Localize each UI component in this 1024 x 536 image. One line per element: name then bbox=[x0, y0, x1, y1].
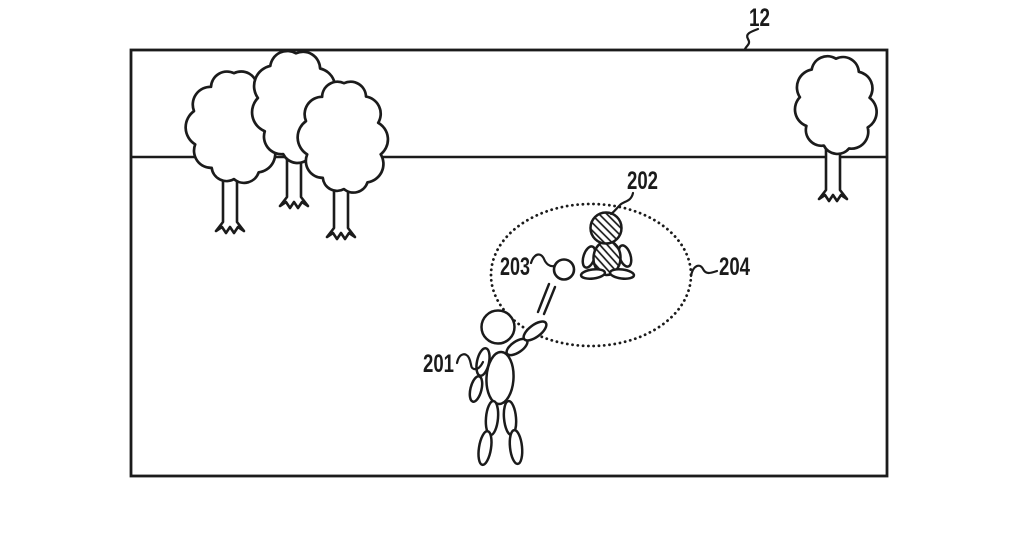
character-left-foot bbox=[579, 268, 607, 280]
person-left-forearm bbox=[468, 375, 484, 403]
tree bbox=[296, 80, 390, 241]
person-right-forearm bbox=[522, 320, 548, 342]
person-left-calf bbox=[477, 429, 493, 467]
tree-canopy bbox=[793, 54, 878, 156]
label-display-leader bbox=[743, 27, 760, 51]
reference-labels: 12 201 202 203 204 bbox=[423, 4, 770, 378]
label-player-leader bbox=[455, 353, 485, 371]
label-character: 202 bbox=[627, 167, 658, 195]
character-head bbox=[589, 211, 623, 245]
tree-canopy bbox=[296, 80, 390, 194]
person-head bbox=[480, 309, 516, 345]
label-region: 204 bbox=[719, 253, 750, 281]
virtual-character bbox=[579, 211, 636, 280]
label-character-leader bbox=[609, 191, 635, 216]
person-figure bbox=[468, 309, 548, 467]
motion-line bbox=[542, 285, 557, 316]
tree-right bbox=[793, 54, 878, 203]
label-ball-leader bbox=[529, 253, 556, 268]
motion-line bbox=[536, 282, 551, 314]
label-player: 201 bbox=[423, 350, 454, 378]
character-right-foot bbox=[608, 268, 636, 280]
person-torso bbox=[485, 350, 515, 406]
ball bbox=[552, 258, 576, 281]
person-right-calf bbox=[508, 428, 524, 466]
label-region-leader bbox=[689, 264, 719, 278]
label-display: 12 bbox=[749, 4, 770, 32]
label-ball: 203 bbox=[500, 253, 530, 281]
ball-group bbox=[536, 258, 576, 316]
tree-group-left bbox=[184, 49, 390, 241]
